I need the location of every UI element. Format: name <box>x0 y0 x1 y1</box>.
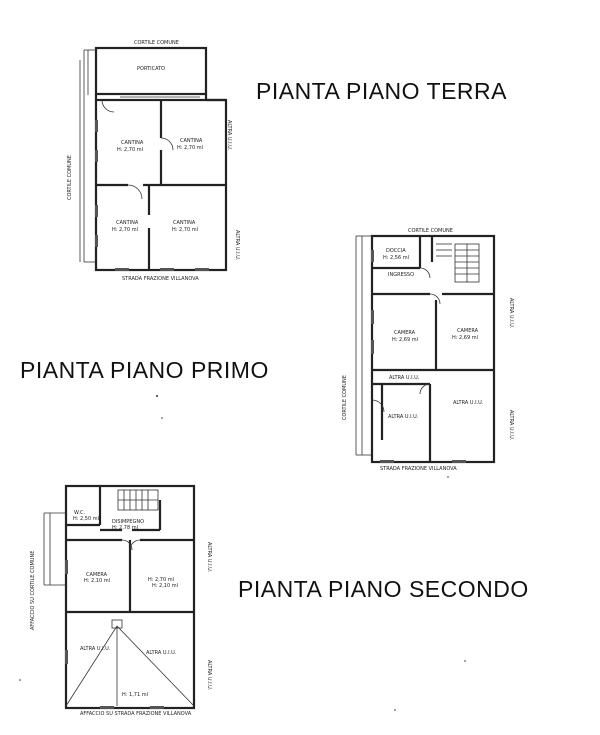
secondo-room-camera-2-height-1: H: 2,70 ml <box>148 577 175 583</box>
plan-piano-primo <box>355 234 496 464</box>
primo-label-left: CORTILE COMUNE <box>342 375 348 420</box>
secondo-room-camera-2-height-2: H: 2,10 ml <box>152 583 179 589</box>
plan-piano-secondo <box>43 484 196 710</box>
secondo-room-height-bottom: H: 1,71 ml <box>122 692 149 698</box>
title-piano-terra: PIANTA PIANO TERRA <box>256 78 507 104</box>
terra-label-right-bottom: ALTRA U.I.U. <box>234 230 240 261</box>
secondo-room-wc-name: W.C. <box>74 510 86 516</box>
primo-room-camera-1-name: CAMERA <box>394 330 416 336</box>
terra-room-cantina-2-name: CANTINA <box>180 138 203 144</box>
primo-room-altra-1: ALTRA U.I.U. <box>389 375 420 381</box>
primo-room-altra-3: ALTRA U.I.U. <box>453 400 484 406</box>
primo-label-right-bottom: ALTRA U.I.U. <box>508 410 514 441</box>
primo-room-camera-2-height: H: 2,69 ml <box>452 335 479 341</box>
primo-room-camera-2-name: CAMERA <box>457 328 479 334</box>
terra-label-right-top: ALTRA U.I.U. <box>226 120 232 151</box>
secondo-label-right-top: ALTRA U.I.U. <box>206 542 212 573</box>
primo-room-ingresso: INGRESSO <box>388 272 415 278</box>
primo-label-right-top: ALTRA U.I.U. <box>508 298 514 329</box>
primo-room-doccia-height: H: 2,56 ml <box>383 255 410 261</box>
primo-room-doccia-name: DOCCIA <box>386 248 406 254</box>
terra-label-bottom: STRADA FRAZIONE VILLANOVA <box>122 276 199 282</box>
terra-label-left: CORTILE COMUNE <box>67 155 73 200</box>
terra-room-cantina-4-height: H: 2,70 ml <box>172 227 199 233</box>
terra-room-cantina-4-name: CANTINA <box>173 220 196 226</box>
plan-piano-terra <box>79 46 228 272</box>
secondo-room-disimpegno-height: H: 2,78 ml <box>112 525 139 531</box>
terra-room-cantina-3-name: CANTINA <box>116 220 139 226</box>
terra-room-cantina-3-height: H: 2,70 ml <box>112 227 139 233</box>
secondo-label-bottom: AFFACCIO SU STRADA FRAZIONE VILLANOVA <box>80 711 192 717</box>
terra-room-porticato: PORTICATO <box>137 66 166 72</box>
title-piano-secondo: PIANTA PIANO SECONDO <box>238 576 529 602</box>
terra-room-cantina-1-height: H: 2,70 ml <box>117 147 144 153</box>
secondo-room-altra-1: ALTRA U.I.U. <box>80 646 111 652</box>
terra-room-cantina-2-height: H: 2,70 ml <box>177 145 204 151</box>
secondo-label-left: AFFACCIO SU CORTILE COMUNE <box>30 550 36 630</box>
title-piano-primo: PIANTA PIANO PRIMO <box>20 357 269 383</box>
secondo-room-wc-height: H: 2,50 ml <box>73 516 100 522</box>
terra-label-top: CORTILE COMUNE <box>134 40 179 46</box>
secondo-room-camera-1-height: H: 2,10 ml <box>84 578 111 584</box>
secondo-room-camera-1-name: CAMERA <box>86 572 108 578</box>
primo-room-altra-2: ALTRA U.I.U. <box>388 414 419 420</box>
terra-room-cantina-1-name: CANTINA <box>121 140 144 146</box>
primo-room-camera-1-height: H: 2,69 ml <box>392 337 419 343</box>
secondo-room-altra-2: ALTRA U.I.U. <box>146 650 177 656</box>
secondo-label-right-bottom: ALTRA U.I.U. <box>206 660 212 691</box>
secondo-room-disimpegno-name: DISIMPEGNO <box>112 519 145 525</box>
primo-label-top: CORTILE COMUNE <box>408 228 453 234</box>
primo-label-bottom: STRADA FRAZIONE VILLANOVA <box>380 466 457 472</box>
